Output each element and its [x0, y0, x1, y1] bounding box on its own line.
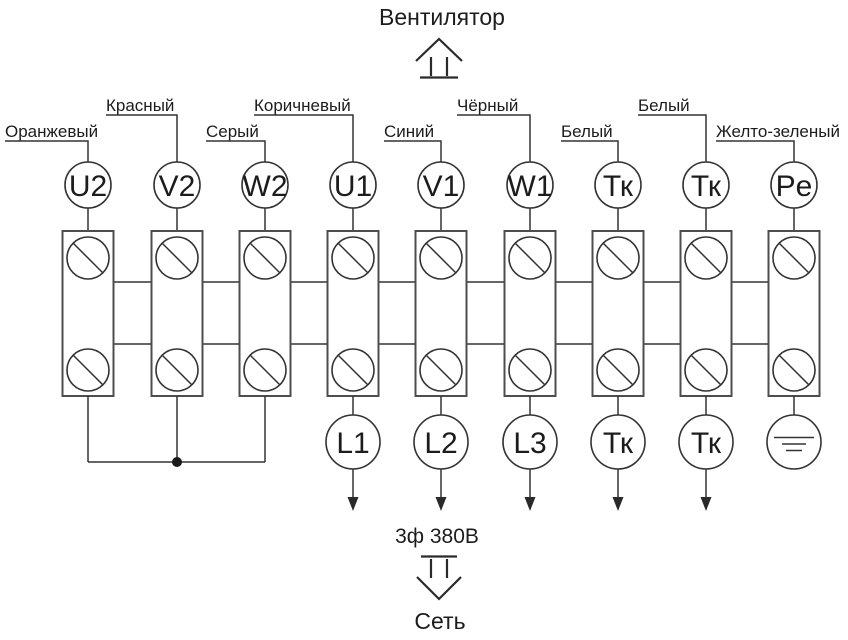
screw-slot-icon	[249, 242, 281, 274]
screw-slot-icon	[425, 354, 457, 386]
diagram-title: Вентилятор	[379, 4, 505, 30]
terminal-label: W2	[243, 170, 288, 203]
ground-circle	[766, 414, 822, 470]
screw-slot-icon	[337, 354, 369, 386]
screw-slot-icon	[514, 242, 546, 274]
power-spec-label: 3ф 380В	[395, 525, 479, 548]
wire-lead-line	[206, 140, 266, 162]
output-label: Тк	[603, 427, 634, 460]
net-label: Сеть	[414, 608, 465, 634]
screw-slot-icon	[249, 354, 281, 386]
down-arrowhead-icon	[700, 497, 712, 511]
output-label: L2	[424, 427, 457, 460]
screw-slot-icon	[337, 242, 369, 274]
terminal-label: V2	[159, 170, 196, 203]
mains-direction-down-arrow-icon	[416, 555, 462, 601]
wire-color-label: Синий	[384, 122, 434, 141]
output-label: Тк	[691, 427, 722, 460]
wire-lead-line	[5, 140, 89, 162]
terminal-label: Тк	[691, 170, 722, 203]
wire-lead-line	[106, 114, 178, 162]
down-arrowhead-icon	[347, 497, 359, 511]
wire-color-label: Белый	[638, 96, 690, 115]
screw-slot-icon	[690, 354, 722, 386]
star-point-junction	[172, 457, 182, 467]
screw-slot-icon	[161, 354, 193, 386]
terminal-label: U1	[334, 170, 372, 203]
output-label: L3	[513, 427, 546, 460]
terminal-label: Pe	[776, 170, 813, 203]
down-arrowhead-icon	[435, 497, 447, 511]
screw-slot-icon	[690, 242, 722, 274]
wire-lead-line	[384, 140, 442, 162]
wire-lead-line	[254, 114, 354, 162]
screw-slot-icon	[72, 242, 104, 274]
wire-color-label: Белый	[561, 122, 613, 141]
terminal-label: Тк	[603, 170, 634, 203]
screw-slot-icon	[602, 242, 634, 274]
wire-lead-line	[457, 114, 531, 162]
wire-color-label: Чёрный	[457, 96, 518, 115]
screw-slot-icon	[778, 242, 810, 274]
screw-slot-icon	[778, 354, 810, 386]
screw-slot-icon	[602, 354, 634, 386]
wire-color-label: Коричневый	[254, 96, 351, 115]
wire-lead-line	[638, 114, 707, 162]
down-arrowhead-icon	[612, 497, 624, 511]
terminal-label: W1	[508, 170, 553, 203]
wire-color-label: Красный	[106, 96, 174, 115]
terminal-label: U2	[69, 170, 107, 203]
output-label: L1	[336, 427, 369, 460]
fan-direction-up-arrow-icon	[415, 37, 463, 79]
screw-slot-icon	[72, 354, 104, 386]
screw-slot-icon	[514, 354, 546, 386]
terminal-label: V1	[423, 170, 460, 203]
ground-symbol-icon	[774, 436, 814, 452]
wire-color-label: Серый	[206, 122, 259, 141]
screw-slot-icon	[425, 242, 457, 274]
wire-lead-line	[561, 140, 619, 162]
wire-lead-line	[716, 140, 795, 162]
down-arrowhead-icon	[524, 497, 536, 511]
wire-color-label: Желто-зеленый	[716, 122, 840, 141]
wire-color-label: Оранжевый	[5, 122, 98, 141]
screw-slot-icon	[161, 242, 193, 274]
